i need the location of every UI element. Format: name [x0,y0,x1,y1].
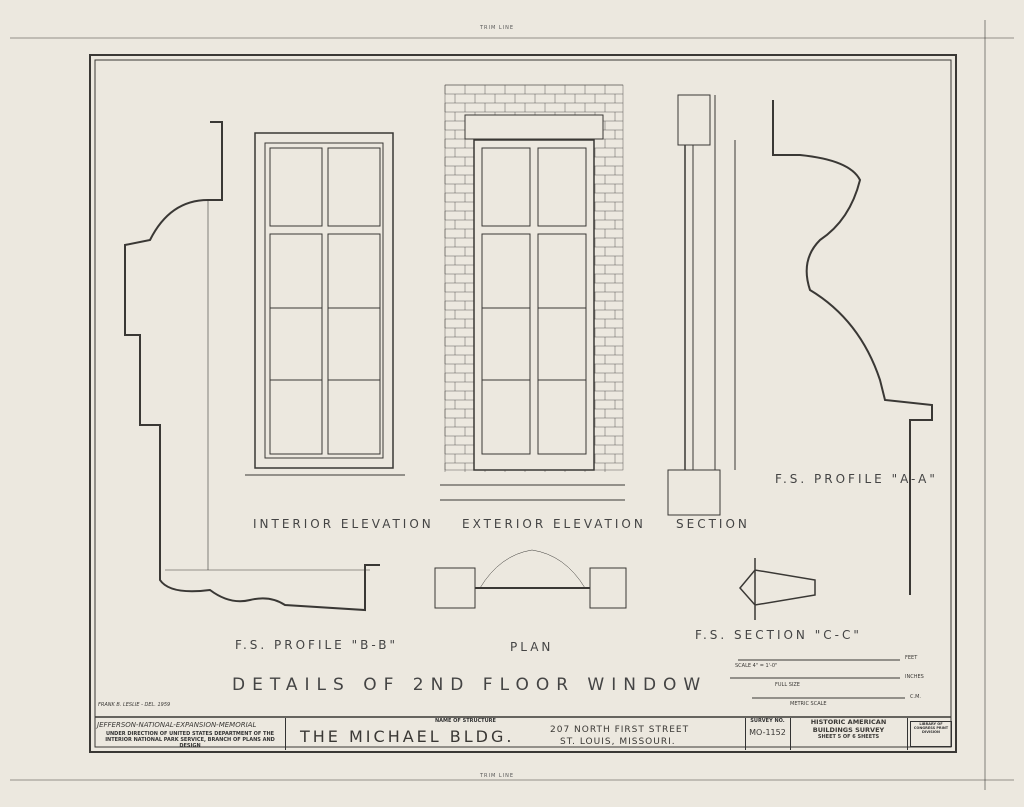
scale-unit-1: FEET [905,655,918,661]
label-profile-aa: F.S. PROFILE "A-A" [775,472,938,486]
library-stamp: LIBRARY OF CONGRESS PRINT DIVISION [910,721,952,747]
label-section-cc: F.S. SECTION "C-C" [695,628,862,642]
plan-drawing [434,549,627,609]
section-drawing [667,94,736,516]
graphic-scales [730,659,905,699]
habs-line-1: HISTORIC AMERICAN [810,718,887,726]
label-plan: PLAN [510,640,554,654]
label-exterior-elevation: EXTERIOR ELEVATION [462,517,646,531]
delineator: FRANK B. LESLIE - DEL. 1959 [98,702,171,708]
trim-line-top: TRIM LINE [480,25,515,31]
label-section: SECTION [676,517,750,531]
sheet-border [89,54,957,753]
survey-label: SURVEY NO. [750,718,785,724]
label-profile-bb: F.S. PROFILE "B-B" [235,638,398,652]
sheet-title: DETAILS OF 2ND FLOOR WINDOW [232,675,708,695]
structure-name: THE MICHAEL BLDG. [300,727,515,746]
scale-label-2: FULL SIZE [775,682,800,688]
scale-unit-3: C.M. [910,694,921,700]
trim-line-bottom: TRIM LINE [480,773,515,779]
scale-label-3: METRIC SCALE [790,701,827,707]
scale-unit-2: INCHES [905,674,924,680]
profile-aa-drawing [772,100,933,595]
scale-label-1: SCALE 4" = 1'-0" [735,663,778,669]
profile-bb-drawing [124,121,380,612]
title-block: JEFFERSON-NATIONAL-EXPANSION-MEMORIAL UN… [95,718,952,750]
name-label: NAME OF STRUCTURE [435,718,496,724]
address-line-1: 207 NORTH FIRST STREET [550,725,690,735]
memorial-name: JEFFERSON-NATIONAL-EXPANSION-MEMORIAL [97,721,257,729]
address-line-2: ST. LOUIS, MISSOURI. [560,737,676,747]
label-interior-elevation: INTERIOR ELEVATION [253,517,434,531]
sheet-number: SHEET 5 OF 6 SHEETS [817,734,880,740]
exterior-elevation-drawing [440,84,625,501]
section-cc-drawing [739,558,816,620]
habs-line-2: BUILDINGS SURVEY [812,726,885,734]
survey-number: MO-1152 [749,728,786,737]
interior-elevation-drawing [245,132,405,476]
direction-text: UNDER DIRECTION OF UNITED STATES DEPARTM… [105,731,275,749]
